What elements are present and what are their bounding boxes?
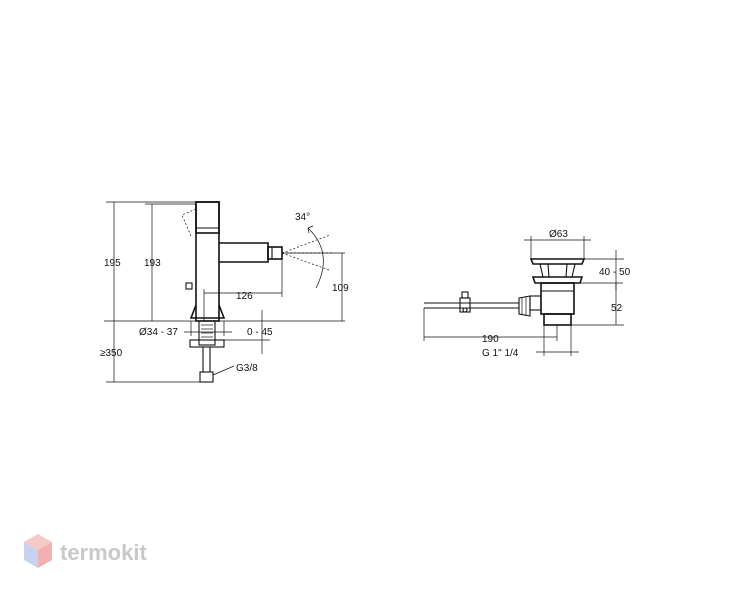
faucet-body bbox=[195, 201, 220, 322]
watermark: termokit bbox=[24, 534, 147, 568]
plug-cap bbox=[529, 258, 586, 265]
hose-nut bbox=[199, 371, 214, 383]
hole-diameter-label: Ø34 - 37 bbox=[139, 327, 178, 338]
plug-adjust-label: 40 - 50 bbox=[599, 267, 631, 278]
waste-tail bbox=[543, 313, 572, 326]
rod-length-label: 190 bbox=[482, 334, 499, 345]
waste-body bbox=[540, 282, 575, 315]
watermark-text: termokit bbox=[60, 540, 147, 565]
faucet-thread-label: G3/8 bbox=[236, 363, 258, 374]
body-height-label: 52 bbox=[611, 303, 623, 314]
spray-angle-label: 34° bbox=[295, 212, 310, 223]
plug-diameter-label: Ø63 bbox=[549, 229, 568, 240]
hose-length-label: ≥350 bbox=[100, 348, 123, 359]
faucet-handle bbox=[195, 201, 220, 234]
rod-nut bbox=[518, 295, 531, 317]
waste-thread-label: G 1" 1/4 bbox=[482, 348, 519, 359]
height-body-label: 193 bbox=[144, 258, 161, 269]
deck-thickness-label: 0 - 45 bbox=[247, 327, 273, 338]
spout-reach-label: 126 bbox=[236, 291, 253, 302]
mounting-shank bbox=[198, 320, 216, 346]
rod-clamp bbox=[459, 297, 471, 313]
waste-flange bbox=[531, 276, 584, 284]
hexagon-cube-icon bbox=[24, 534, 52, 568]
waste-drawing: Ø63 40 - 50 52 190 G 1" 1/4 bbox=[423, 229, 631, 359]
spout-height-label: 109 bbox=[332, 283, 349, 294]
faucet-spout bbox=[219, 242, 269, 263]
spray-head bbox=[267, 246, 283, 260]
faucet-drawing: 34° 195 193 126 109 Ø34 - 37 bbox=[100, 201, 349, 383]
height-total-label: 195 bbox=[104, 258, 121, 269]
mounting-bracket bbox=[189, 339, 225, 348]
